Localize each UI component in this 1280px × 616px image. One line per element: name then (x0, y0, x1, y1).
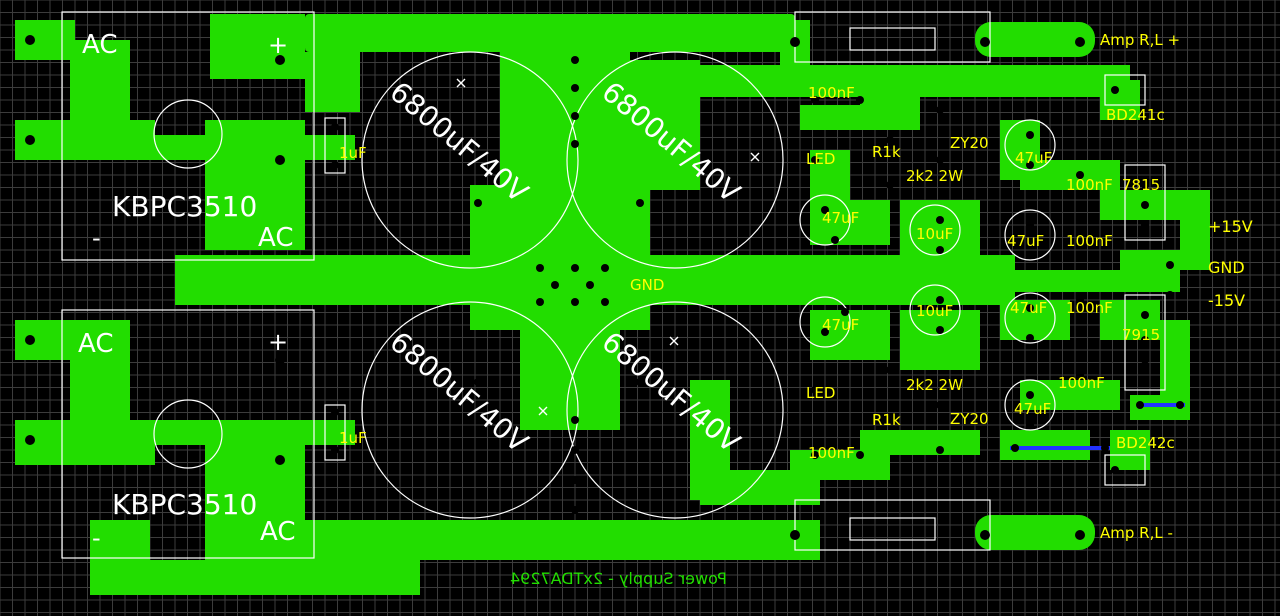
pads (25, 35, 1184, 540)
component-labels: 1uF 1uF GND 100nF LED R1k ZY20 2k2 2W 47… (339, 31, 1253, 542)
label-gnd-center: GND (630, 276, 664, 294)
rectifier-top-ac-bottom-label: AC (258, 223, 293, 253)
cap-47uf-outline-2 (799, 296, 851, 348)
cap-10uf-outline-1 (909, 204, 961, 256)
label-7915: 7915 (1122, 326, 1160, 344)
copper-layer (15, 14, 1210, 595)
cap-47uf-outline-1 (799, 194, 851, 246)
cap-47uf-outline-5 (1004, 292, 1056, 344)
bridge-hole-top (153, 99, 223, 169)
label-zy20-bottom: ZY20 (950, 410, 989, 428)
cap-47uf-outline-4 (1004, 209, 1056, 261)
rectifier-bottom-minus-label: - (92, 524, 101, 552)
cap-outline-3 (361, 301, 579, 519)
rectifier-bottom-ac-label: AC (78, 329, 113, 359)
cap-outline-2 (566, 51, 784, 269)
rectifier-top: AC + KBPC3510 - AC (82, 30, 293, 253)
label-bd241c: BD241c (1106, 106, 1165, 124)
label-led-top: LED (806, 150, 835, 168)
rectifier-bottom-ac-bottom-label: AC (260, 517, 295, 547)
rectifier-top-minus-label: - (92, 224, 101, 252)
label-47uf-4: 47uF (1007, 232, 1044, 250)
cap-outline-4 (566, 301, 784, 519)
regulator-outline-pos (1124, 164, 1166, 241)
label-47uf-1: 47uF (822, 209, 859, 227)
rectifier-bottom: AC + KBPC3510 - AC (78, 328, 295, 552)
cap-47uf-outline-3 (1004, 119, 1056, 171)
label-100nf-1: 100nF (808, 84, 855, 102)
label-1uf-bottom: 1uF (339, 429, 367, 447)
bridge-rectifier-outline-bottom (61, 309, 315, 559)
cap-outline-1 (361, 51, 579, 269)
label-100nf-5: 100nF (1058, 374, 1105, 392)
label-10uf-bottom: 10uF (916, 302, 953, 320)
board-title: Power Supply - 2xTDA7294 (510, 569, 727, 588)
cap-polarity-marks (456, 78, 760, 416)
label-minus15v: -15V (1208, 291, 1245, 310)
bridge-rectifier-outline-top (61, 11, 315, 261)
fuse-outline-bottom (794, 499, 991, 551)
label-10uf-top: 10uF (916, 225, 953, 243)
rectifier-top-ac-label: AC (82, 30, 117, 60)
label-47uf-3: 47uF (1015, 149, 1052, 167)
transistor-outline-pos (1104, 74, 1146, 106)
cap-47uf-outline-6 (1004, 379, 1056, 431)
bridge-hole-bottom (153, 399, 223, 469)
label-gnd-out: GND (1208, 258, 1245, 277)
label-100nf-3: 100nF (1066, 232, 1113, 250)
label-r1k-bottom: R1k (872, 411, 901, 429)
fuse-body-bottom (849, 517, 936, 541)
regulator-outline-neg (1124, 294, 1166, 391)
cap-1uf-outline-top (324, 117, 346, 174)
label-plus15v: +15V (1208, 217, 1253, 236)
label-7815: 7815 (1122, 176, 1160, 194)
label-led-bottom: LED (806, 384, 835, 402)
label-100nf-2: 100nF (1066, 176, 1113, 194)
cap-10uf-outline-2 (909, 284, 961, 336)
rectifier-bottom-plus-label: + (268, 328, 288, 356)
fuse-body-top (849, 27, 936, 51)
label-1uf-top: 1uF (339, 144, 367, 162)
label-amp-minus: Amp R,L - (1100, 524, 1173, 542)
transistor-outline-neg (1104, 454, 1146, 486)
label-100nf-4: 100nF (1066, 299, 1113, 317)
label-47uf-2: 47uF (822, 316, 859, 334)
label-r1k-top: R1k (872, 143, 901, 161)
cap-1uf-outline-bottom (324, 404, 346, 461)
label-47uf-5: 47uF (1010, 299, 1047, 317)
label-2k2-bottom: 2k2 2W (906, 376, 963, 394)
label-zy20-top: ZY20 (950, 134, 989, 152)
label-47uf-6: 47uF (1014, 400, 1051, 418)
label-100nf-6: 100nF (808, 444, 855, 462)
label-2k2-top: 2k2 2W (906, 167, 963, 185)
rectifier-top-part-label: KBPC3510 (112, 190, 257, 223)
label-amp-plus: Amp R,L + (1100, 31, 1180, 49)
rectifier-top-plus-label: + (268, 31, 288, 59)
label-bd242c: BD242c (1116, 434, 1175, 452)
rectifier-bottom-part-label: KBPC3510 (112, 488, 257, 521)
